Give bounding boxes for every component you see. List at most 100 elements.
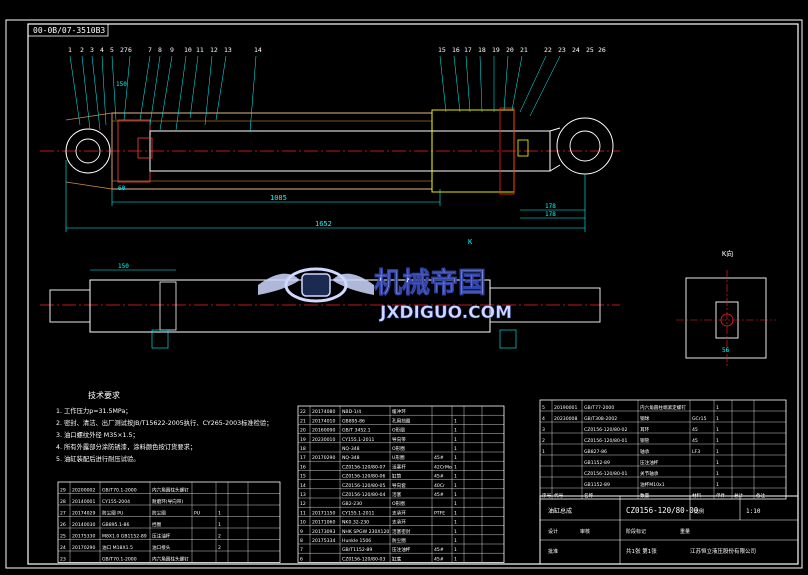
bom-cell: 24: [60, 545, 66, 551]
drawing-number-box: [27, 23, 109, 37]
k-view-outline: [685, 277, 767, 359]
bom-cell: 导向带: [392, 436, 406, 443]
bom-cell: GB895.1-86: [102, 522, 129, 528]
bom-cell: O形圈: [392, 500, 405, 507]
title-scale: 1:10: [746, 508, 761, 515]
rod-eye-inner: [569, 130, 601, 162]
bom-cell: 20140001: [72, 499, 95, 505]
tech-line-3: 3. 油口螺纹外径 M35×1.5；: [56, 430, 139, 439]
bom-cell: 20175334: [312, 538, 335, 544]
bom-cell: 防尘圈: [152, 510, 166, 517]
bom-cell: 21: [300, 418, 306, 424]
barrel-wall-bottom: [111, 180, 433, 190]
balloon-9: 9: [170, 46, 174, 54]
bom-frame: [539, 399, 787, 500]
dim-overall-length: 1652: [315, 220, 332, 228]
bom-cell: 1: [716, 471, 719, 477]
tech-line-4: 4. 所有外露部分涂防锈漆，涂料颜色按订货要求；: [56, 442, 196, 451]
barrel-wall-top: [111, 112, 433, 122]
dimension-lines: [65, 160, 586, 232]
bom-cell: 轴承: [640, 448, 650, 455]
bom-cell: O形圈: [392, 427, 405, 434]
balloon-7: 7: [148, 46, 152, 54]
bom-cell: 2: [542, 438, 545, 444]
bom-cell: 1: [218, 511, 221, 517]
bom-cell: 缸底: [392, 555, 402, 562]
cap-end-body: [65, 112, 113, 190]
cap-eye-inner: [75, 138, 101, 164]
bom-cell: GB/T70.1-2000: [102, 488, 137, 494]
balloon-20: 20: [506, 46, 514, 54]
bom-cell: 2: [218, 534, 221, 540]
watermark-shield: [301, 273, 331, 297]
bom-cell: 45#: [434, 492, 444, 498]
bom-cell: 14: [300, 483, 306, 489]
balloon-1: 1: [68, 46, 72, 54]
bom-cell: 1: [454, 483, 457, 489]
bom-cell: 1: [716, 482, 719, 488]
bom-cell: 27: [60, 511, 66, 517]
dim-small-178: 178: [545, 211, 556, 218]
bom-cell: 20230008: [554, 416, 577, 422]
bom-cell: 20140030: [72, 522, 95, 528]
port-block-left: [159, 281, 177, 331]
bom-cell: PU: [194, 511, 200, 517]
bom-cell: GB/T308-2002: [584, 416, 617, 422]
bom-cell: 22: [300, 409, 306, 415]
bom-cell: 油杯M10x1: [640, 481, 665, 488]
balloon-10: 10: [184, 46, 192, 54]
bom-cell: 压注油杯: [640, 459, 659, 466]
title-approve-label: 批准: [548, 548, 558, 555]
bom-cell: 40Cr: [434, 483, 445, 489]
bom-cell: CZ0156-120/80-02: [584, 427, 627, 433]
bom-cell: 20190001: [554, 405, 577, 411]
rod-eye-neck-top: [549, 127, 561, 132]
title-weight-label: 重量: [680, 528, 690, 535]
bom-cell: 1: [454, 455, 457, 461]
bom-cell: GB1152-89: [584, 460, 610, 466]
bom-cell: 23: [60, 557, 66, 563]
balloon-24: 24: [572, 46, 580, 54]
bom-cell: 16: [300, 464, 306, 470]
bom-cell: 20230010: [312, 437, 335, 443]
balloon-4: 4: [100, 46, 104, 54]
bom-cell: 7: [300, 547, 303, 553]
dim-rod-end: 178: [545, 203, 556, 210]
drawing-number: 00-0B/07-3510B3: [33, 26, 105, 35]
bom-cell: 25: [60, 534, 66, 540]
bom-cell: 活塞密封: [392, 528, 411, 535]
bom-cell: CY155.1-2011: [342, 510, 375, 516]
bom-cell: 1: [542, 449, 545, 455]
bom-cell: GB1152-89: [584, 482, 610, 488]
bom-cell: 压注油杯: [392, 546, 411, 553]
bom-cell: 13: [300, 492, 306, 498]
bom-cell: CZ0156-120/80-01: [584, 471, 627, 477]
bom-cell: GB/T70.1-2000: [102, 557, 137, 563]
exterior-view: [40, 269, 620, 349]
bom-frame: [297, 405, 505, 563]
bom-cell: NBD-1/4: [342, 409, 361, 415]
balloon-22: 22: [544, 46, 552, 54]
bom-cell: CY155-2004: [102, 499, 130, 505]
main-section-view: [40, 55, 620, 232]
balloon-12: 12: [210, 46, 218, 54]
bom-cell: 1: [716, 449, 719, 455]
bom-cell: 1: [454, 547, 457, 553]
bom-cell: 1: [454, 529, 457, 535]
bom-cell: 1: [454, 446, 457, 452]
bom-cell: GCr15: [692, 416, 707, 422]
title-design-label: 设计: [548, 528, 558, 535]
watermark-brand-en: JXDIGUO.COM: [379, 303, 512, 323]
bom-cell: 1: [454, 556, 457, 562]
watermark-wing-left: [258, 273, 300, 295]
bom-cell: 19: [300, 437, 306, 443]
bom-cell: 关节轴承: [640, 470, 659, 477]
bom-cell: GB/T 3452.1: [342, 428, 371, 434]
balloon-23: 23: [558, 46, 566, 54]
bom-cell: 12: [300, 501, 306, 507]
bom-cell: 活塞杆: [392, 463, 406, 470]
watermark-logo: [258, 267, 374, 303]
bom-cell: GB2-230: [342, 501, 362, 507]
bom-cell: 1: [454, 520, 457, 526]
